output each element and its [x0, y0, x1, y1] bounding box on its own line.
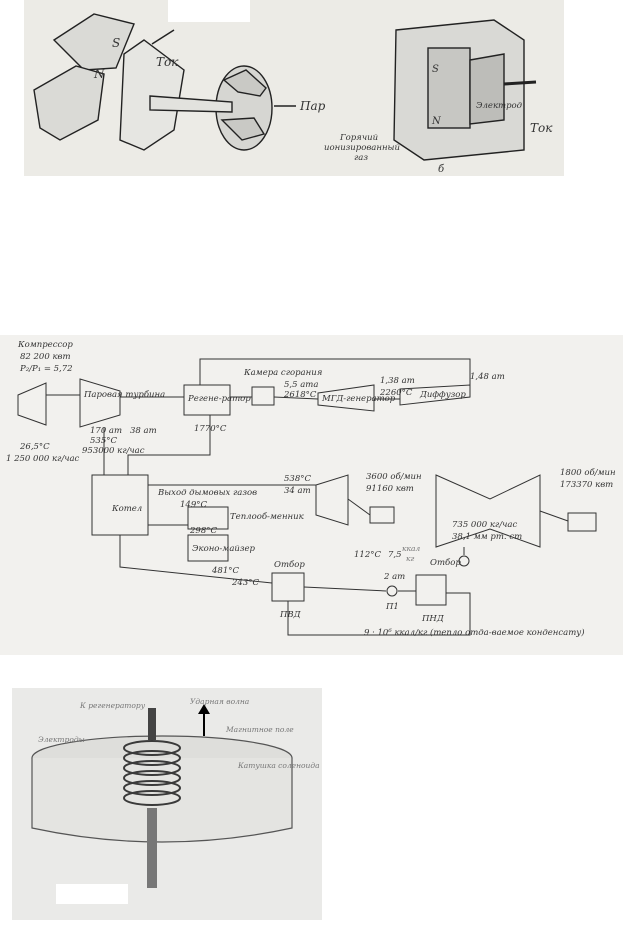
pump-cond	[458, 555, 470, 567]
electrodes-label: Электроды	[38, 735, 85, 744]
regenerator-label: Регене-ратор	[187, 394, 251, 404]
inlet-temp: 26,5°С	[19, 442, 50, 452]
field-arrowhead	[198, 704, 210, 714]
steam-turbine-wheel	[149, 65, 273, 151]
channel-current-label: Ток	[530, 121, 553, 135]
compressor-ratio: P₂/P₁ = 5,72	[19, 364, 73, 374]
turbine-temp: 535°С	[90, 436, 117, 446]
temp-481: 481°С	[211, 566, 239, 576]
gen1-speed: 3600 об/мин	[366, 471, 422, 482]
pressure-34: 34 ат	[284, 486, 311, 496]
steam-turbine-label: Паровая турбина	[83, 389, 165, 400]
temp-112: 112°С	[354, 550, 381, 560]
regen-temp: 1770°С	[194, 424, 227, 434]
blank-label-box	[56, 884, 128, 904]
solenoid-coil	[123, 740, 181, 806]
kcal-value: 7,5	[388, 550, 402, 560]
flue-temp: 149°С	[180, 500, 207, 510]
pressure-148: 1,48 ат	[470, 372, 505, 382]
mhd-label: МГД-генератор	[321, 394, 396, 404]
mhd-out-pressure: 1,38 ат	[380, 376, 415, 386]
economizer-label: Эконо-майзер	[192, 544, 256, 554]
compressor-shape	[17, 382, 47, 426]
steam-label: Пар	[299, 99, 326, 113]
mhd-channel	[393, 19, 537, 161]
regenerator-box	[183, 384, 231, 416]
pole-s-label: S	[112, 36, 120, 50]
temp-243: 243°С	[231, 578, 259, 588]
generator-2	[567, 512, 597, 532]
electrode-label: Электрод	[476, 101, 523, 111]
solenoid-label: Катушка соленоида	[237, 761, 320, 770]
shock-wave-label: Ударная волна	[190, 697, 249, 706]
condenser-flow: 735 000 кг/час	[452, 520, 517, 530]
plant-scheme-drawing: Компрессор 82 200 квт P₂/P₁ = 5,72 26,5°…	[0, 335, 623, 655]
solenoid-figure: К регенератору Ударная волна Магнитное п…	[12, 688, 322, 920]
temp-298: 298°С	[189, 526, 217, 536]
gas-label-2: ионизированный	[324, 143, 400, 153]
panel-letter-b: б	[438, 164, 445, 175]
bleed-2-label: Отбор	[430, 557, 461, 568]
diffuser-shape	[399, 384, 471, 406]
compressor-power: 82 200 квт	[20, 352, 71, 362]
channel-pole-s: S	[432, 64, 439, 75]
comb-pressure: 5,5 ата	[284, 380, 318, 390]
pvd-label: ПВД	[279, 610, 302, 620]
steam-turbine-shape	[79, 378, 121, 428]
boiler-label: Котел	[111, 504, 142, 514]
bleed-1-label: Отбор	[274, 559, 305, 570]
kcal-unit-bottom: кг	[406, 554, 414, 563]
economizer-box	[187, 534, 229, 562]
inlet-flow: 1 250 000 кг/час	[6, 454, 80, 464]
turbine-pressure: 170 ат	[90, 426, 122, 436]
heat-exchanger-label: Теплооб-менник	[230, 511, 305, 522]
comb-temp: 2618°С	[283, 390, 317, 400]
current-label: Ток	[156, 55, 179, 69]
solenoid-drawing: К регенератору Ударная волна Магнитное п…	[12, 688, 322, 920]
pole-n-label: N	[93, 67, 105, 81]
channel-pole-n: N	[431, 116, 442, 127]
combustion-label: Камера сгорания	[243, 368, 323, 378]
temp-538: 538°С	[284, 474, 311, 484]
condensate-note: 9 · 10⁶ ккал/кг (тепло отда-ваемое конде…	[364, 627, 585, 638]
gen2-speed: 1800 об/мин	[560, 467, 616, 478]
magnet-block	[33, 13, 185, 151]
flue-gas-label: Выход дымовых газов	[157, 488, 257, 498]
kcal-unit-top: ккал	[402, 544, 420, 553]
combustion-box	[251, 386, 275, 406]
pressure-38: 38 ат	[130, 426, 157, 436]
gas-label-1: Горячий	[339, 133, 378, 143]
compressor-title: Компрессор	[17, 340, 73, 350]
mhd-principle-drawing: S N Ток Пар S N Электрод Ток Горячий ион…	[24, 0, 564, 176]
diffuser-label: Диффузор	[419, 390, 466, 400]
gen1-power: 91160 квт	[366, 484, 414, 494]
mhd-out-temp: 2260°С	[379, 388, 413, 398]
hp-turbine-shape	[315, 474, 349, 526]
gas-label-3: газ	[354, 153, 368, 163]
current-arrow	[151, 29, 175, 45]
pnd-label: ПНД	[421, 614, 445, 624]
pump-p1	[386, 585, 398, 597]
gen2-power: 173370 квт	[560, 480, 613, 490]
to-regen-label: К регенератору	[79, 701, 146, 710]
pnd-heater	[415, 574, 447, 606]
condenser-pressure: 38,1 мм рт. ст	[452, 532, 522, 542]
lp-turbine-shape	[435, 474, 541, 548]
mhd-principle-figure: S N Ток Пар S N Электрод Ток Горячий ион…	[24, 0, 564, 176]
magnetic-field-label: Магнитное поле	[225, 725, 294, 734]
pressure-2: 2 ат	[383, 572, 405, 582]
turbine-flow: 953000 кг/час	[82, 446, 145, 456]
mhd-generator-shape	[317, 384, 375, 412]
mhd-plant-scheme: Компрессор 82 200 квт P₂/P₁ = 5,72 26,5°…	[0, 335, 623, 655]
p1-label: П1	[385, 602, 399, 612]
heat-exchanger-box	[187, 506, 229, 530]
